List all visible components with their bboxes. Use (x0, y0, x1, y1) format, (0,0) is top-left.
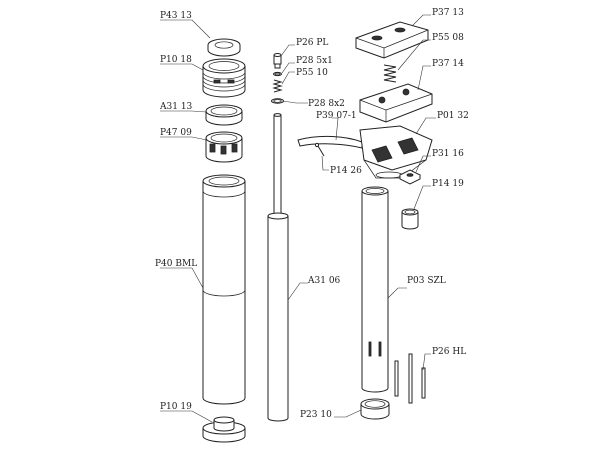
part-p28-8x2-o-ring (271, 98, 284, 104)
label-p55-08: P55 08 (432, 33, 464, 43)
part-p03-szl-inner-tube (361, 186, 389, 393)
label-p37-13: P37 13 (432, 8, 464, 18)
part-labels: P43 13 P10 18 A31 13 P47 09 P40 BML P10 … (155, 8, 469, 420)
part-p37-14-lower-clamp (359, 83, 433, 123)
part-p47-09-key-bushing (205, 131, 243, 163)
part-p55-08-clamp-spring (383, 64, 397, 83)
part-p26-hl-guide-pins (394, 353, 426, 404)
part-p37-13-upper-clamp (355, 21, 429, 59)
part-p14-26-pin (314, 142, 325, 157)
label-p14-19: P14 19 (432, 179, 464, 189)
part-p23-10-lower-bushing (360, 398, 390, 420)
label-p26-hl: P26 HL (432, 347, 466, 357)
label-p10-18: P10 18 (160, 55, 192, 65)
label-p10-19: P10 19 (160, 402, 192, 412)
label-p26-pl: P26 PL (296, 38, 328, 48)
part-p31-16-square-nut (398, 169, 422, 185)
part-p28-5x1-o-ring (273, 71, 282, 77)
label-a31-13: A31 13 (159, 102, 193, 112)
label-p37-14: P37 14 (432, 59, 464, 69)
label-p43-13: P43 13 (160, 11, 192, 21)
label-p03-szl: P03 SZL (407, 276, 446, 286)
part-p14-19-sleeve (401, 208, 419, 230)
part-p39-07-1-lever (297, 135, 363, 149)
leader-lines (160, 14, 436, 423)
label-p31-16: P31 16 (432, 149, 464, 159)
label-p55-10: P55 10 (296, 68, 328, 78)
part-p10-18-threaded-collar (202, 58, 246, 98)
part-a31-06-cartridge (267, 113, 289, 422)
part-p55-10-spring (272, 79, 283, 93)
label-a31-06: A31 06 (307, 276, 341, 286)
part-p26-pl-valve-pin (273, 53, 282, 69)
part-p43-13-seal-ring (207, 38, 241, 57)
label-p40-bml: P40 BML (155, 259, 197, 269)
label-p28-5x1: P28 5x1 (296, 56, 333, 66)
label-p01-32: P01 32 (437, 111, 469, 121)
part-p10-19-bottom-nut (202, 416, 246, 443)
label-p14-26: P14 26 (330, 166, 362, 176)
part-p01-32-clamp-head (359, 125, 433, 179)
label-p23-10: P23 10 (300, 410, 332, 420)
part-p40-bml-outer-tube (202, 174, 246, 405)
part-a31-13-bushing (205, 104, 243, 126)
label-p28-8x2: P28 8x2 (308, 99, 345, 109)
label-p47-09: P47 09 (160, 128, 192, 138)
label-p39-07-1: P39 07-1 (316, 111, 357, 121)
